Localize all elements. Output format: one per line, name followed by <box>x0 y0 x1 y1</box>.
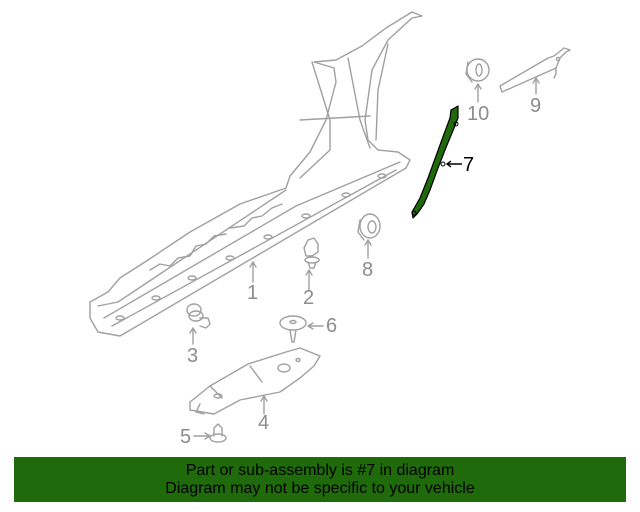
callout-8[interactable]: 8 <box>362 259 374 281</box>
callout-3[interactable]: 3 <box>187 345 199 367</box>
callout-1[interactable]: 1 <box>247 282 259 304</box>
info-banner: Part or sub-assembly is #7 in diagram Di… <box>14 457 626 502</box>
callout-6[interactable]: 6 <box>326 315 338 337</box>
part-10-grommet <box>465 58 490 83</box>
callout-arrows <box>189 77 540 440</box>
part-5-bolt <box>209 423 227 443</box>
callout-4[interactable]: 4 <box>258 412 270 434</box>
part-8-grommet <box>357 213 381 241</box>
part-3-bolt <box>186 303 211 329</box>
part-9-molding <box>499 47 571 93</box>
callout-2[interactable]: 2 <box>303 287 315 309</box>
part-7-pillar-trim-highlighted <box>411 105 462 219</box>
part-6-screw <box>279 315 307 343</box>
banner-line-disclaimer: Diagram may not be specific to your vehi… <box>165 479 475 497</box>
callout-5[interactable]: 5 <box>180 426 192 448</box>
banner-line-part-info: Part or sub-assembly is #7 in diagram <box>185 461 455 479</box>
callout-9[interactable]: 9 <box>530 95 542 117</box>
callout-7[interactable]: 7 <box>463 154 475 176</box>
part-1-rocker-panel <box>89 11 423 337</box>
part-2-push-clip <box>303 237 320 269</box>
part-4-bracket <box>189 347 321 415</box>
callout-10[interactable]: 10 <box>467 103 490 125</box>
